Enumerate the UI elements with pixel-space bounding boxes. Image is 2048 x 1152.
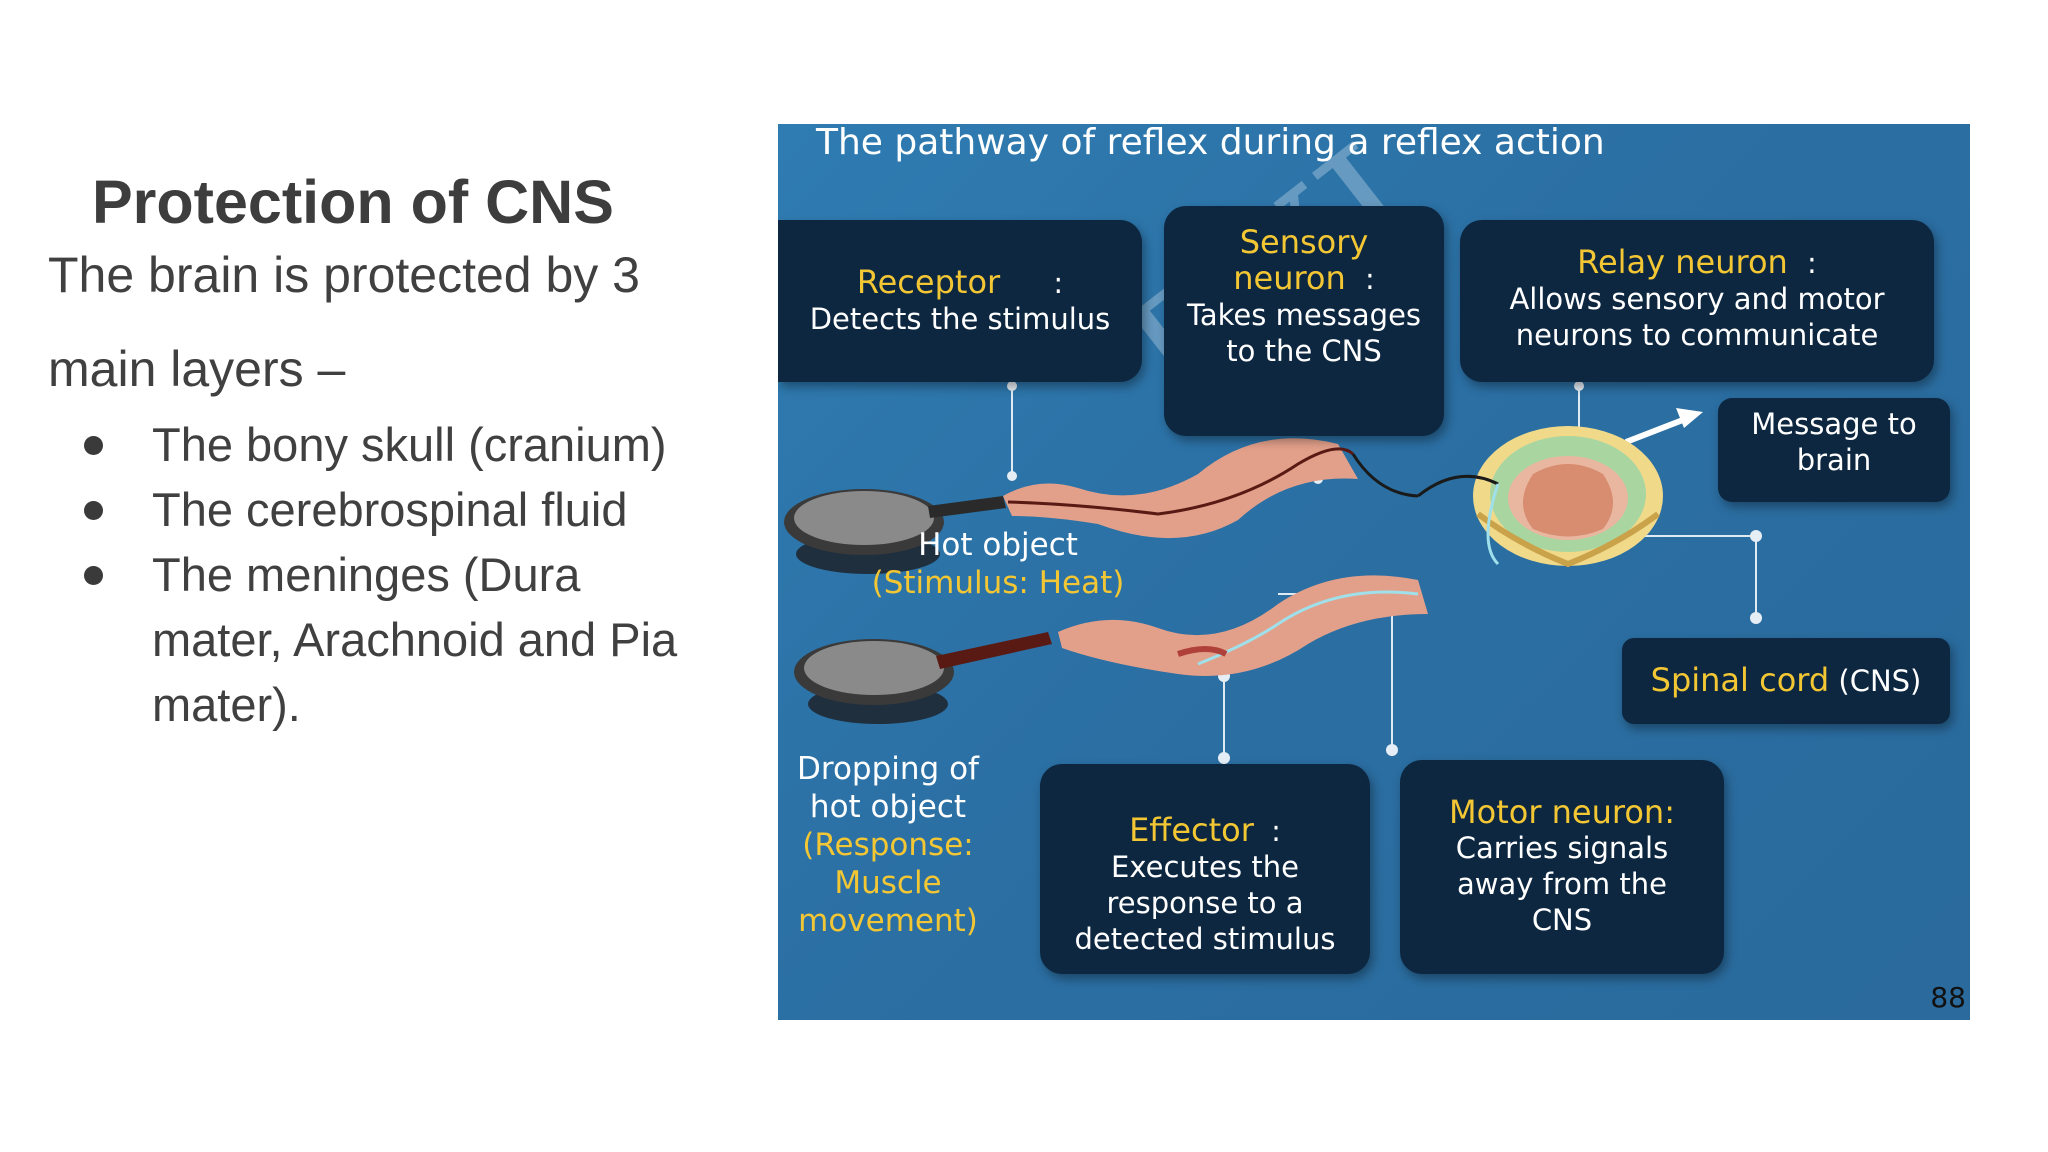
intro-text: The brain is protected by 3 main layers … bbox=[48, 247, 640, 397]
motor-text: Carries signals away from the CNS bbox=[1455, 831, 1669, 937]
bullet-dot-icon bbox=[84, 436, 103, 455]
message-text: Message to brain bbox=[1751, 407, 1917, 477]
motor-heading: Motor neuron: bbox=[1449, 793, 1675, 831]
motor-neuron-box: Motor neuron: Carries signals away from … bbox=[1400, 760, 1724, 974]
receptor-text: Detects the stimulus bbox=[809, 302, 1111, 336]
relay-neuron-box: Relay neuron : Allows sensory and motor … bbox=[1460, 220, 1934, 382]
effector-heading: Effector bbox=[1129, 811, 1254, 849]
spinal-cord-box: Spinal cord (CNS) bbox=[1622, 638, 1950, 724]
receptor-box: Receptor : Detects the stimulus bbox=[778, 220, 1142, 382]
relay-heading: Relay neuron bbox=[1577, 243, 1788, 281]
receptor-heading: Receptor bbox=[856, 263, 1001, 301]
reflex-illustration bbox=[784, 381, 1762, 764]
sensory-text: Takes messages to the CNS bbox=[1186, 298, 1422, 368]
spinal-cord-text: (CNS) bbox=[1838, 664, 1922, 698]
spinal-cord-heading: Spinal cord bbox=[1650, 661, 1830, 699]
figure-title: The pathway of reflex during a reflex ac… bbox=[816, 124, 1605, 163]
bullet-list: The bony skull (cranium) The cerebrospin… bbox=[48, 412, 708, 737]
slide-title: Protection of CNS bbox=[92, 168, 614, 236]
page-number: 88 bbox=[1930, 981, 1966, 1014]
hot-object-label: Hot object (Stimulus: Heat) bbox=[871, 527, 1125, 601]
message-to-brain-box: Message to brain bbox=[1718, 398, 1950, 502]
sensory-neuron-box: Sensory neuron : Takes messages to the C… bbox=[1164, 206, 1444, 436]
relay-text: Allows sensory and motor neurons to comm… bbox=[1509, 282, 1885, 352]
bullet-dot-icon bbox=[84, 501, 103, 520]
effector-box: Effector : Executes the response to a de… bbox=[1040, 764, 1370, 974]
reflex-arc-figure: BYJ The pathway of reflex during a refle… bbox=[778, 124, 1970, 1020]
sensory-heading: neuron bbox=[1233, 259, 1346, 297]
dropping-label: Dropping of hot object (Response: Muscle… bbox=[797, 751, 979, 939]
bullet-item: The bony skull (cranium) bbox=[48, 412, 708, 477]
bullet-item: The meninges (Dura mater, Arachnoid and … bbox=[48, 542, 708, 737]
bullet-item: The cerebrospinal fluid bbox=[48, 477, 708, 542]
bullet-dot-icon bbox=[84, 566, 103, 585]
effector-text: Executes the response to a detected stim… bbox=[1074, 850, 1336, 956]
